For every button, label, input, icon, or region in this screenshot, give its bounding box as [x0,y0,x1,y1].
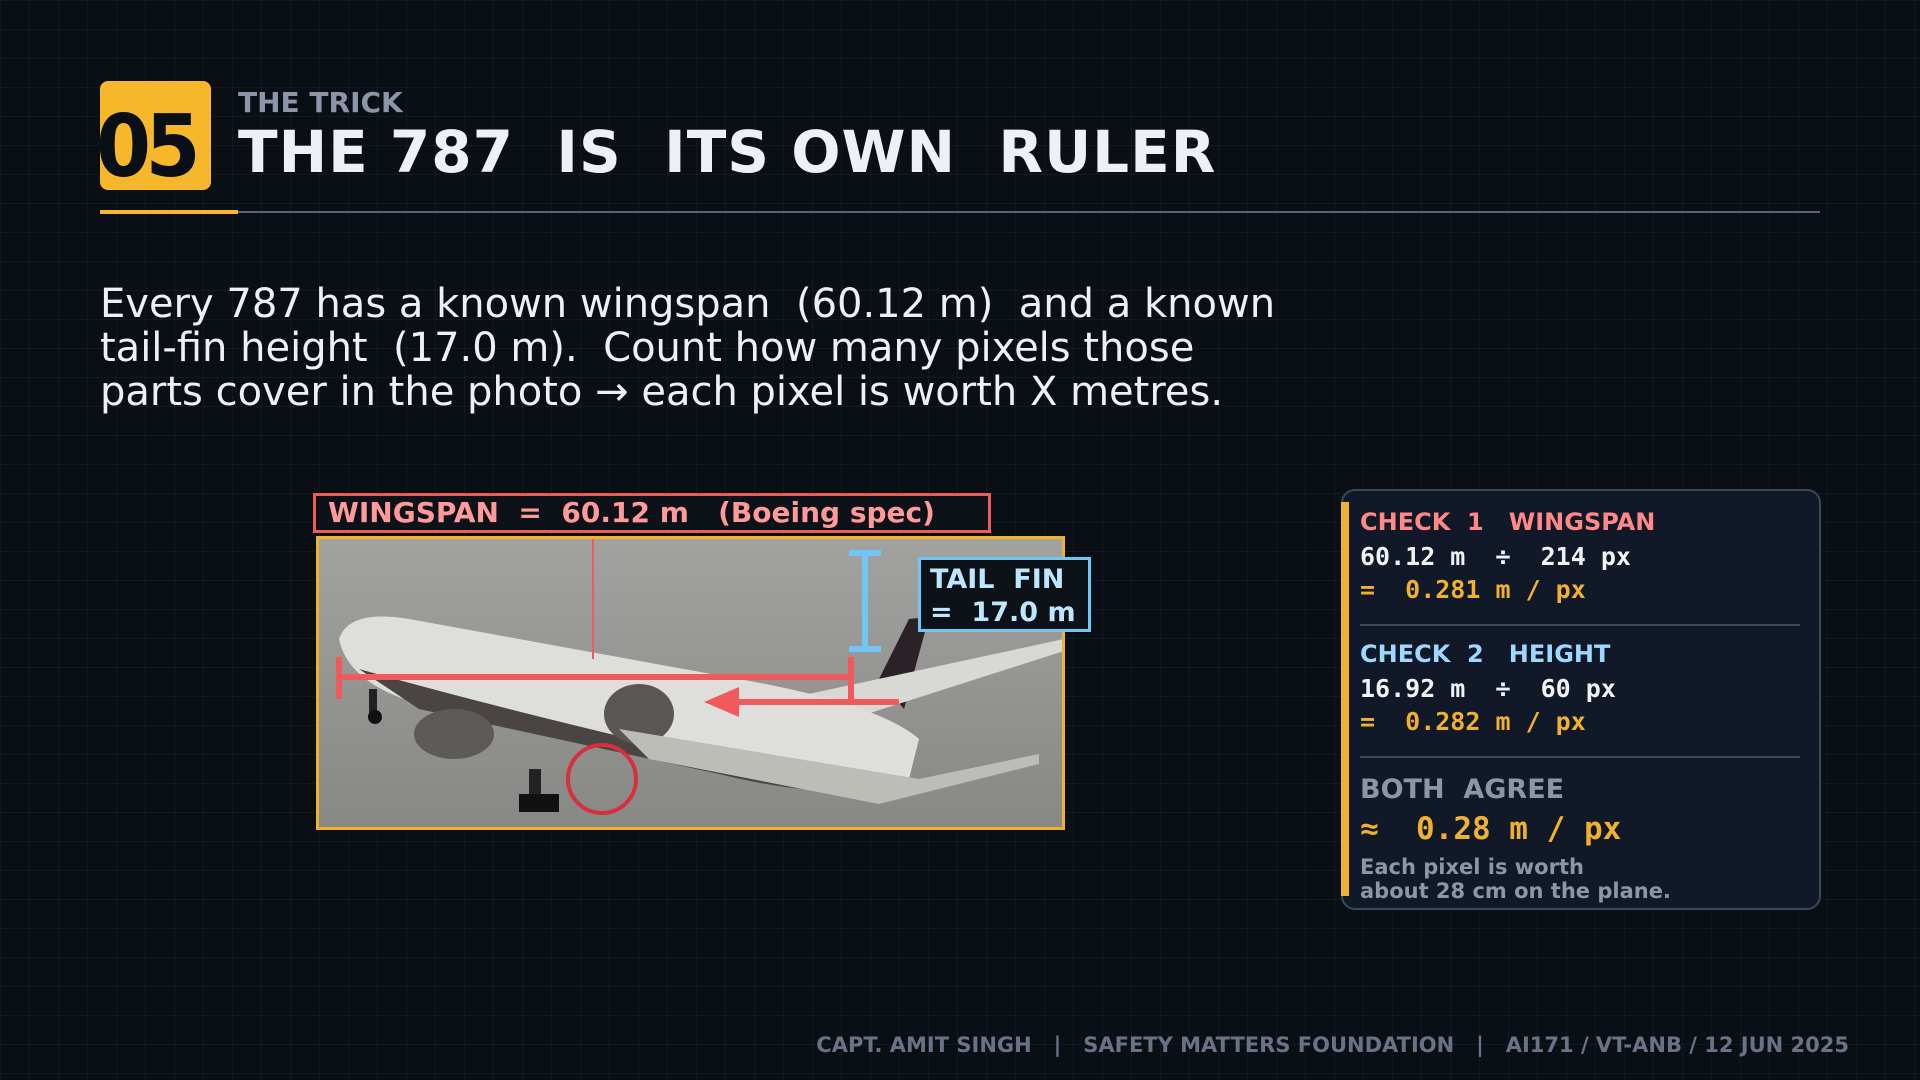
summary-value: ≈ 0.28 m / px [1360,811,1622,847]
section-number-badge: 05 [100,81,211,190]
check-1-calc: 60.12 m ÷ 214 px [1360,542,1631,571]
header-divider [100,211,1820,213]
landing-gear-highlight-circle [566,743,638,815]
lead-line: parts cover in the photo → each pixel is… [100,369,1224,415]
aircraft-illustration [319,539,1062,827]
section-number: 05 [100,97,201,190]
panel-divider [1360,756,1800,758]
footer-credits: CAPT. AMIT SINGH | SAFETY MATTERS FOUNDA… [816,1033,1849,1057]
check-1: CHECK 1 WINGSPAN 60.12 m ÷ 214 px = 0.28… [1360,508,1800,626]
check-1-title: CHECK 1 WINGSPAN [1360,508,1656,536]
arrow-left-icon [704,687,899,717]
check-1-result: = 0.281 m / px [1360,575,1586,604]
calculation-panel [1341,489,1821,910]
check-2-calc: 16.92 m ÷ 60 px [1360,674,1616,703]
check-2: CHECK 2 HEIGHT 16.92 m ÷ 60 px = 0.282 m… [1360,640,1800,758]
lead-paragraph: Every 787 has a known wingspan (60.12 m)… [100,282,1275,414]
panel-divider [1360,624,1800,626]
page-title: THE 787 IS ITS OWN RULER [238,118,1217,186]
lead-line: Every 787 has a known wingspan (60.12 m)… [100,281,1276,327]
header-divider-accent [100,210,238,214]
summary: BOTH AGREE ≈ 0.28 m / px Each pixel is w… [1360,774,1671,903]
check-2-result: = 0.282 m / px [1360,707,1586,736]
tail-fin-label-line: TAIL FIN [930,564,1065,595]
summary-note-line: Each pixel is worth [1360,855,1584,879]
tail-fin-label: TAIL FIN= 17.0 m [918,557,1091,632]
summary-note-line: about 28 cm on the plane. [1360,879,1671,903]
tail-fin-label-line: = 17.0 m [930,597,1076,628]
tail-fin-measure-bar [849,550,881,652]
aircraft-engine [414,709,494,759]
panel-accent-bar [1341,502,1349,896]
summary-title: BOTH AGREE [1360,774,1565,805]
section-kicker: THE TRICK [238,86,403,119]
wingspan-label: WINGSPAN = 60.12 m (Boeing spec) [313,493,991,533]
lead-line: tail-fin height (17.0 m). Count how many… [100,325,1195,371]
wingspan-measure-bar [336,657,854,699]
aircraft-near-wing [619,729,1039,804]
check-2-title: CHECK 2 HEIGHT [1360,640,1611,668]
